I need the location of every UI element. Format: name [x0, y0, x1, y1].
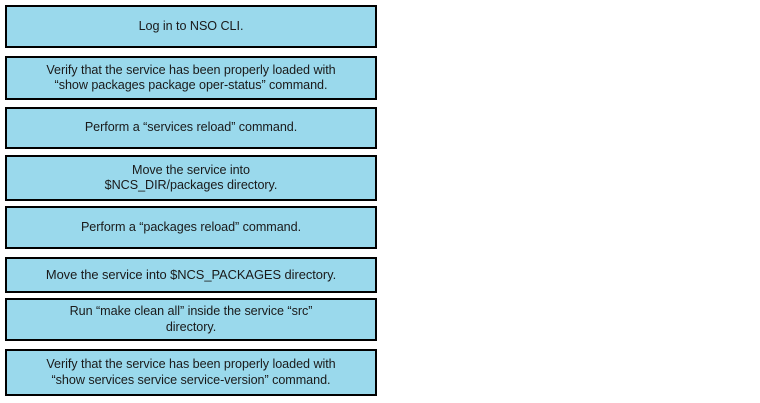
- target-column: [382, 0, 760, 403]
- draggable-step-6[interactable]: Move the service into $NCS_PACKAGES dire…: [5, 257, 377, 293]
- draggable-step-2[interactable]: Verify that the service has been properl…: [5, 56, 377, 100]
- draggable-step-8[interactable]: Verify that the service has been properl…: [5, 349, 377, 396]
- draggable-step-3[interactable]: Perform a “services reload” command.: [5, 107, 377, 149]
- draggable-step-4[interactable]: Move the service into $NCS_DIR/packages …: [5, 155, 377, 201]
- draggable-step-7[interactable]: Run “make clean all” inside the service …: [5, 298, 377, 341]
- draggable-step-5[interactable]: Perform a “packages reload” command.: [5, 206, 377, 249]
- source-column: Log in to NSO CLI. Verify that the servi…: [5, 5, 377, 396]
- draggable-step-1[interactable]: Log in to NSO CLI.: [5, 5, 377, 48]
